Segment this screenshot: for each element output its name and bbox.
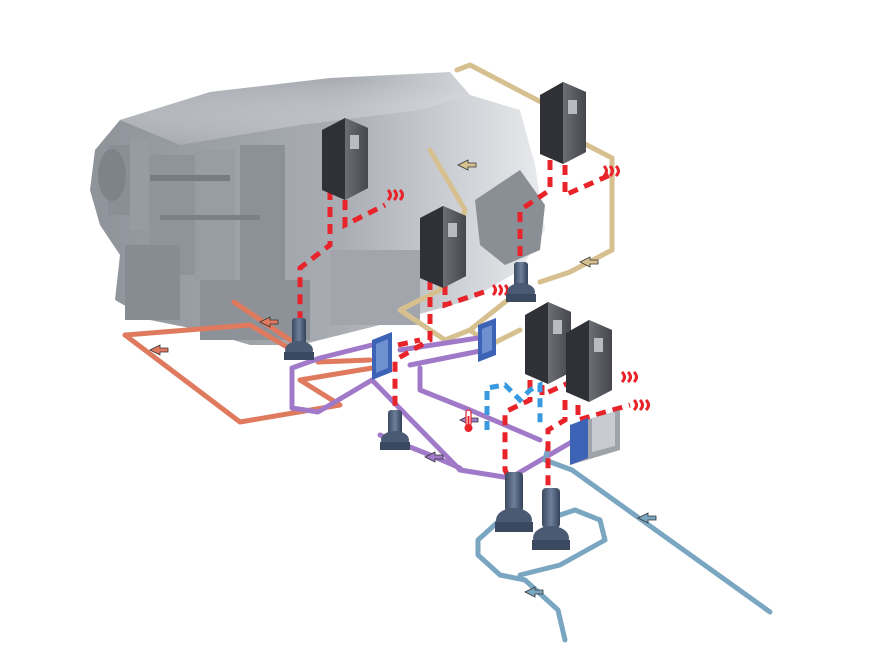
frequency-drive-icon bbox=[566, 320, 612, 402]
plate-heat-exchanger-icon bbox=[570, 410, 620, 465]
frequency-drive-icon bbox=[525, 302, 571, 384]
plate-heat-exchanger-icon bbox=[478, 318, 496, 362]
engine-block bbox=[90, 72, 545, 345]
temperature-sensor-signal bbox=[484, 380, 543, 430]
flow-direction-arrow-icon bbox=[457, 159, 477, 171]
plate-heat-exchanger-icon bbox=[372, 332, 392, 380]
flow-direction-arrow-icon bbox=[424, 451, 444, 463]
flow-direction-arrow-icon bbox=[149, 344, 169, 356]
pump-icon bbox=[284, 318, 314, 360]
frequency-drive-icon bbox=[540, 82, 586, 164]
pump-icon bbox=[506, 262, 536, 302]
flow-direction-arrow-icon bbox=[259, 316, 279, 328]
flow-direction-arrow-icon bbox=[524, 586, 544, 598]
thermometer-icon bbox=[464, 409, 473, 432]
pump-icon bbox=[495, 472, 533, 532]
flow-direction-arrow-icon bbox=[637, 512, 657, 524]
frequency-drive-icon bbox=[420, 206, 466, 288]
frequency-drive-icon bbox=[322, 118, 368, 200]
pump-icon bbox=[380, 410, 410, 450]
pump-icon bbox=[532, 488, 570, 550]
flow-direction-arrow-icon bbox=[579, 256, 599, 268]
